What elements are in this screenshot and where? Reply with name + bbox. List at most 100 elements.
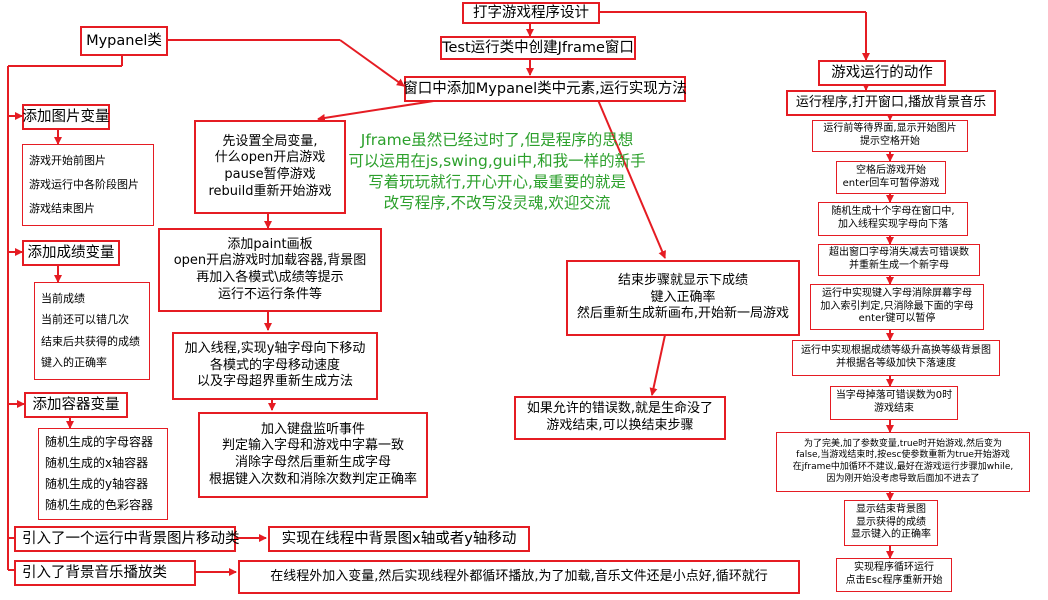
- image-vars-list: 游戏开始前图片 游戏运行中各阶段图片 游戏结束图片: [22, 144, 154, 226]
- action-generate: 随机生成十个字母在窗口中, 加入线程实现字母向下落: [818, 202, 968, 236]
- test-node-text: Test运行类中创建Jframe窗口: [442, 39, 634, 56]
- actions-run-text: 运行程序,打开窗口,播放背景音乐: [795, 94, 987, 110]
- bg-move-detail: 实现在线程中背景图x轴或者y轴移动: [268, 526, 530, 552]
- bg-music-label: 引入了背景音乐播放类: [22, 564, 167, 581]
- end-steps-node: 结束步骤就显示下成绩 键入正确率 然后重新生成新画布,开始新一局游戏: [566, 260, 800, 336]
- note-line: 写着玩玩就行,开心开心,最重要的就是: [368, 173, 626, 191]
- list-item: 键入的正确率: [41, 356, 107, 370]
- note-text: Jframe虽然已经过时了,但是程序的思想 可以运用在js,swing,gui中…: [338, 130, 656, 214]
- mypanel-node: Mypanel类: [80, 26, 168, 56]
- action-line: false,当游戏结束时,按esc使参数重新为true开始游戏: [796, 450, 1010, 461]
- list-item: 随机生成的字母容器: [45, 434, 154, 449]
- bg-music-detail: 在线程外加入变量,然后实现线程外都循环播放,为了加载,音乐文件还是小点好,循环就…: [238, 560, 800, 594]
- globals-line: rebuild重新开始游戏: [208, 183, 332, 199]
- actions-run-node: 运行程序,打开窗口,播放背景音乐: [786, 90, 996, 116]
- action-line: 当字母掉落可错误数为0时: [835, 390, 953, 402]
- window-node: 窗口中添加Mypanel类中元素,运行实现方法: [403, 76, 687, 102]
- score-vars-node: 添加成绩变量: [22, 240, 120, 266]
- score-vars-list: 当前成绩 当前还可以错几次 结束后共获得的成绩 键入的正确率: [34, 282, 150, 380]
- list-item: 随机生成的色彩容器: [45, 497, 154, 512]
- test-node: Test运行类中创建Jframe窗口: [440, 36, 636, 60]
- action-line: 空格后游戏开始: [856, 164, 926, 176]
- action-line: 运行中实现根据成绩等级升高换等级背景图: [801, 345, 991, 357]
- keyboard-node: 加入键盘监听事件 判定输入字母和游戏中字幕一致 消除字母然后重新生成字母 根据键…: [198, 412, 428, 498]
- action-line: 运行前等待界面,显示开始图片: [823, 123, 957, 135]
- actions-title-node: 游戏运行的动作: [818, 60, 946, 86]
- mypanel-node-text: Mypanel类: [86, 32, 162, 49]
- container-vars-list: 随机生成的字母容器 随机生成的x轴容器 随机生成的y轴容器 随机生成的色彩容器: [38, 428, 168, 520]
- paint-line: 添加paint画板: [227, 236, 313, 252]
- action-line: 显示结束背景图: [856, 503, 926, 515]
- action-level: 运行中实现根据成绩等级升高换等级背景图 并根据各等级加快下落速度: [792, 340, 1000, 376]
- container-vars-node: 添加容器变量: [24, 392, 128, 418]
- bg-move-node: 引入了一个运行中背景图片移动类: [14, 526, 240, 552]
- globals-line: 什么open开启游戏: [214, 150, 326, 166]
- action-start: 空格后游戏开始 enter回车可暂停游戏: [836, 161, 946, 194]
- action-line: 点击Esc程序重新开始: [845, 575, 943, 586]
- paint-node: 添加paint画板 open开启游戏时加载容器,背景图 再加入各模式\成绩等提示…: [158, 228, 382, 312]
- action-gameover: 当字母掉落可错误数为0时 游戏结束: [830, 386, 958, 420]
- container-vars-title: 添加容器变量: [32, 396, 120, 413]
- action-line: 因为刚开始没考虑导致后面加不进去了: [826, 473, 980, 484]
- keyboard-line: 判定输入字母和游戏中字幕一致: [221, 438, 404, 454]
- action-type: 运行中实现键入字母消除屏幕字母 加入索引判定,只消除最下面的字母 enter键可…: [810, 284, 984, 330]
- list-item: 游戏结束图片: [29, 201, 95, 215]
- image-vars-title: 添加图片变量: [22, 108, 110, 125]
- action-wait: 运行前等待界面,显示开始图片 提示空格开始: [812, 120, 968, 152]
- list-item: 结束后共获得的成绩: [41, 334, 140, 348]
- action-line: 显示键入的正确率: [851, 529, 931, 541]
- action-line: 游戏结束: [874, 403, 914, 414]
- action-line: 并重新生成一个新字母: [849, 260, 949, 271]
- action-line: 随机生成十个字母在窗口中,: [831, 206, 955, 218]
- bg-move-detail-text: 实现在线程中背景图x轴或者y轴移动: [281, 530, 517, 547]
- lives-line: 游戏结束,可以换结束步骤: [546, 418, 694, 433]
- thread-node: 加入线程,实现y轴字母向下移动 各模式的字母移动速度 以及字母超界重新生成方法: [172, 332, 378, 400]
- end-steps-line: 键入正确率: [650, 289, 716, 305]
- action-loop: 实现程序循环运行 点击Esc程序重新开始: [836, 558, 952, 592]
- thread-line: 加入线程,实现y轴字母向下移动: [184, 341, 366, 357]
- paint-line: 再加入各模式\成绩等提示: [196, 270, 344, 285]
- list-item: 游戏运行中各阶段图片: [29, 177, 139, 191]
- title-node: 打字游戏程序设计: [462, 2, 600, 24]
- keyboard-line: 消除字母然后重新生成字母: [234, 455, 391, 470]
- globals-line: 先设置全局变量,: [222, 133, 318, 149]
- action-line: 在jframe中加循环不建议,最好在游戏运行步骤加while,: [792, 462, 1014, 472]
- action-line: 加入索引判定,只消除最下面的字母: [820, 300, 974, 312]
- globals-node: 先设置全局变量, 什么open开启游戏 pause暂停游戏 rebuild重新开…: [194, 120, 346, 214]
- action-restart-flag: 为了完美,加了参数变量,true时开始游戏,然后变为 false,当游戏结束时,…: [776, 432, 1030, 492]
- paint-line: open开启游戏时加载容器,背景图: [173, 253, 367, 269]
- paint-line: 运行不运行条件等: [217, 286, 322, 302]
- action-line: 提示空格开始: [860, 136, 920, 147]
- action-line: enter回车可暂停游戏: [842, 177, 940, 189]
- keyboard-line: 根据键入次数和消除次数判定正确率: [208, 471, 417, 487]
- globals-line: pause暂停游戏: [224, 167, 316, 182]
- action-line: 加入线程实现字母向下落: [838, 219, 948, 230]
- action-line: 显示获得的成绩: [856, 516, 926, 528]
- note-line: 改写程序,不改写没灵魂,欢迎交流: [383, 194, 611, 212]
- action-overflow: 超出窗口字母消失减去可错误数 并重新生成一个新字母: [818, 244, 980, 276]
- end-steps-line: 然后重新生成新画布,开始新一局游戏: [576, 306, 790, 322]
- actions-title: 游戏运行的动作: [831, 64, 933, 81]
- window-node-text: 窗口中添加Mypanel类中元素,运行实现方法: [403, 80, 687, 97]
- list-item: 游戏开始前图片: [29, 153, 106, 167]
- list-item: 当前成绩: [41, 291, 85, 305]
- bg-music-detail-text: 在线程外加入变量,然后实现线程外都循环播放,为了加载,音乐文件还是小点好,循环就…: [270, 568, 768, 584]
- title-text: 打字游戏程序设计: [473, 4, 589, 21]
- lives-node: 如果允许的错误数,就是生命没了 游戏结束,可以换结束步骤: [514, 396, 726, 440]
- note-line: Jframe虽然已经过时了,但是程序的思想: [360, 131, 634, 149]
- note-line: 可以运用在js,swing,gui中,和我一样的新手: [348, 152, 646, 170]
- bg-move-label: 引入了一个运行中背景图片移动类: [22, 530, 240, 547]
- action-line: enter键可以暂停: [858, 313, 936, 325]
- action-line: 实现程序循环运行: [854, 562, 934, 574]
- action-line: 超出窗口字母消失减去可错误数: [829, 247, 969, 259]
- thread-line: 以及字母超界重新生成方法: [196, 374, 353, 390]
- action-line: 并根据各等级加快下落速度: [836, 358, 956, 369]
- keyboard-line: 加入键盘监听事件: [260, 421, 365, 437]
- action-line: 运行中实现键入字母消除屏幕字母: [822, 287, 972, 299]
- list-item: 随机生成的y轴容器: [45, 476, 149, 491]
- bg-music-node: 引入了背景音乐播放类: [14, 560, 196, 586]
- lives-line: 如果允许的错误数,就是生命没了: [526, 401, 714, 417]
- image-vars-node: 添加图片变量: [22, 104, 110, 130]
- list-item: 当前还可以错几次: [41, 313, 129, 327]
